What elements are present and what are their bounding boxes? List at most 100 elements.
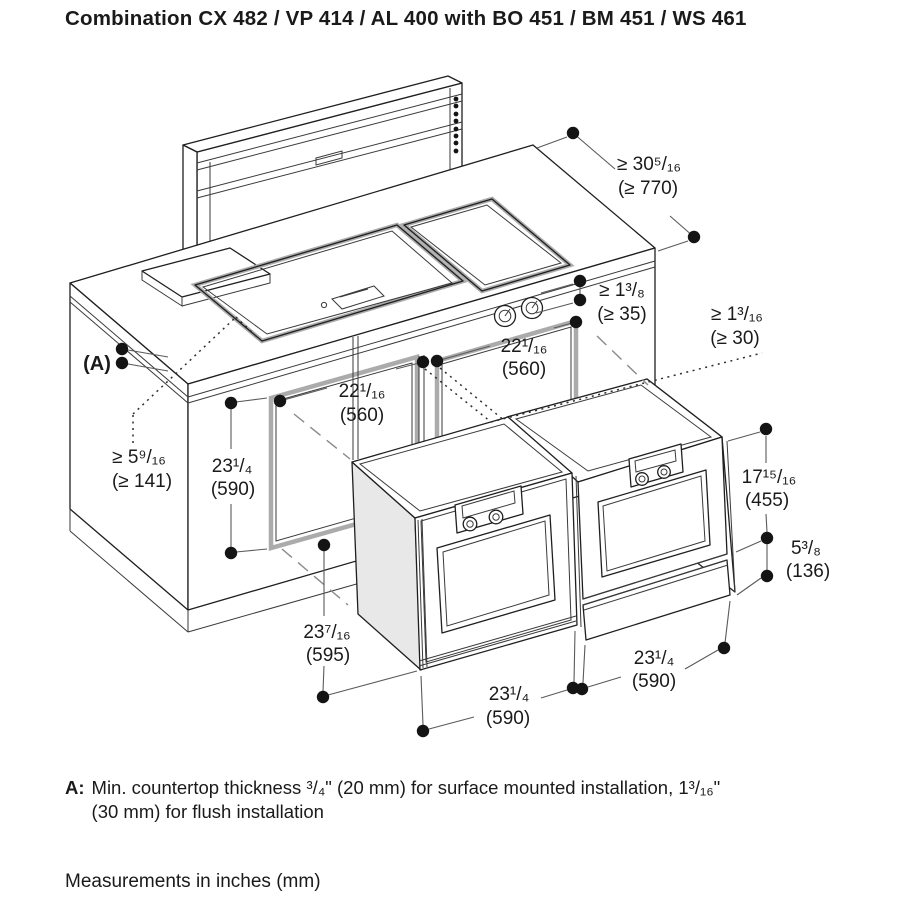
dim-text: 22¹/₁₆: [501, 336, 548, 357]
note-a-label: A:: [65, 777, 85, 798]
counter-plinth-lines: [69, 509, 361, 633]
vent-indicator-dot: [453, 111, 459, 117]
right-oven-top-lip: [514, 384, 713, 472]
dim-dot: [430, 354, 444, 368]
dim-text: ≥ 30⁵/₁₆: [617, 154, 681, 175]
left-oven-panel-display: [461, 490, 516, 519]
dim-line: [127, 349, 169, 372]
right-oven-window: [597, 469, 711, 578]
dim-dot: [224, 396, 238, 410]
right-oven-panel-display: [634, 449, 677, 473]
cooktop-vp414: [399, 196, 575, 294]
dim-height-455: 17¹⁵/₁₆ (455): [727, 422, 796, 553]
dim-text: 23¹/₄: [634, 648, 675, 669]
island-counter: [69, 144, 656, 633]
cooktop-right-well-outline: [403, 198, 571, 292]
dim-text: (560): [340, 405, 384, 426]
dim-line: [727, 431, 768, 553]
dim-dot: [316, 690, 330, 704]
right-oven-window-inner: [602, 475, 706, 572]
dim-text: (560): [502, 359, 546, 380]
left-oven-knob-1-inner: [466, 520, 474, 528]
dim-dot: [115, 356, 129, 370]
cooktop-right-well-inner: [409, 204, 563, 286]
knob-right-tick: [531, 300, 538, 309]
dim-text: (≥ 141): [112, 471, 172, 492]
dim-width-590-right-oven: 23¹/₄ (590): [575, 600, 731, 696]
oven-bm451-ws461: [506, 378, 736, 641]
dim-line: [322, 551, 418, 696]
dim-gap-35: ≥ 1³/₈ (≥ 35): [535, 274, 647, 325]
dim-dot: [760, 531, 774, 545]
dim-text: 23¹/₄: [212, 456, 253, 477]
vent-indicator-dot: [453, 140, 459, 146]
left-oven-knob-1: [462, 516, 478, 532]
dim-text: (455): [745, 490, 789, 511]
dim-dot: [573, 293, 587, 307]
dim-text: ≥ 1³/₁₆: [711, 304, 763, 325]
dim-dot: [317, 538, 331, 552]
dim-dot: [416, 355, 430, 369]
dim-text: (595): [306, 645, 350, 666]
guide-lines: [132, 316, 763, 606]
dim-gap-30: ≥ 1³/₁₆ (≥ 30): [710, 304, 763, 349]
dim-width-560-left: 22¹/₁₆ (560): [273, 355, 430, 426]
dim-line: [230, 397, 268, 553]
cooktop-left-control-box: [331, 285, 385, 310]
dim-text: ≥ 5⁹/₁₆: [112, 447, 166, 468]
dim-text: (590): [211, 479, 255, 500]
knob-right-inner: [525, 301, 539, 315]
dim-dot: [273, 394, 287, 408]
measurements-note: Measurements in inches (mm): [65, 871, 321, 892]
countertop-slab-lines: [69, 260, 656, 404]
dim-dot: [224, 546, 238, 560]
right-oven-knob-2: [657, 465, 671, 479]
vent-handle-notch: [315, 150, 343, 166]
dim-dot: [566, 126, 580, 140]
dim-dot: [569, 315, 583, 329]
clearance-dotted-30: [424, 352, 763, 423]
left-oven-top-lip: [358, 423, 564, 512]
left-oven-knob-2-inner: [492, 513, 500, 521]
dim-text: 23¹/₄: [489, 684, 530, 705]
dim-text: (136): [786, 561, 830, 582]
note-a: A: Min. countertop thickness ³/₄" (20 mm…: [65, 776, 720, 824]
vent-louver-lines: [196, 88, 463, 288]
cooktop-cx482: [190, 222, 468, 344]
knob-left-tick: [504, 308, 511, 317]
right-oven-knob-2-inner: [660, 468, 668, 476]
dim-line: [536, 132, 695, 252]
dim-line: [736, 544, 768, 596]
dim-text: 5³/₈: [791, 538, 821, 559]
dim-text: 22¹/₁₆: [339, 381, 386, 402]
diagram-svg: ≥ 30⁵/₁₆ (≥ 770) (A) ≥ 1³/₈ (≥ 35) ≥ 1³/…: [69, 75, 830, 738]
dim-text: (≥ 30): [710, 328, 760, 349]
dim-dot: [573, 274, 587, 288]
vent-indicator-dot: [453, 148, 459, 154]
dim-depth-770: ≥ 30⁵/₁₆ (≥ 770): [536, 126, 701, 252]
dim-depth-595: 23⁷/₁₆ (595): [303, 538, 418, 704]
dim-dot: [760, 569, 774, 583]
installation-diagram: ≥ 30⁵/₁₆ (≥ 770) (A) ≥ 1³/₈ (≥ 35) ≥ 1³/…: [0, 60, 900, 760]
cooktop-left-well-inner: [201, 230, 454, 335]
left-oven-window-inner: [442, 520, 550, 627]
dim-line: [582, 600, 731, 688]
dim-dot: [575, 682, 589, 696]
note-a-text: Min. countertop thickness ³/₄" (20 mm) f…: [92, 776, 721, 824]
dim-dot: [687, 230, 701, 244]
dim-text: ≥ 1³/₈: [599, 280, 645, 301]
page-title: Combination CX 482 / VP 414 / AL 400 wit…: [65, 7, 747, 30]
dim-line: [420, 630, 576, 730]
dim-text: 23⁷/₁₆: [303, 622, 350, 643]
dim-dot: [416, 724, 430, 738]
knob-left-inner: [498, 309, 512, 323]
dim-edge-141: ≥ 5⁹/₁₆ (≥ 141): [112, 447, 172, 492]
dim-dot: [717, 641, 731, 655]
vent-control-dots: [453, 96, 459, 154]
vent-indicator-dot: [453, 133, 459, 139]
left-oven-knob-2: [488, 509, 504, 525]
note-a-line1: Min. countertop thickness ³/₄" (20 mm) f…: [91, 777, 721, 798]
left-oven-door-edge: [417, 475, 582, 669]
dim-dot: [115, 342, 129, 356]
dim-text: (590): [632, 671, 676, 692]
